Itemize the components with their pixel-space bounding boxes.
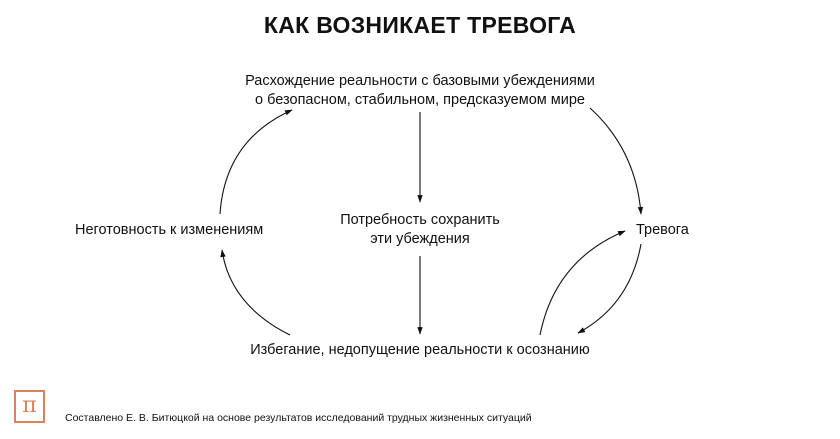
node-discrepancy-line2: о безопасном, стабильном, предсказуемом …	[255, 92, 585, 108]
node-avoidance: Избегание, недопущение реальности к осоз…	[250, 342, 590, 358]
diagram-title: КАК ВОЗНИКАЕТ ТРЕВОГА	[263, 12, 577, 38]
node-need-line1: Потребность сохранить	[340, 212, 500, 228]
node-discrepancy: Расхождение реальности с базовыми убежде…	[0, 72, 840, 110]
arrow-avoidance-to-unreadiness	[220, 249, 291, 336]
node-discrepancy-line1: Расхождение реальности с базовыми убежде…	[245, 73, 595, 89]
node-anxiety: Тревога	[636, 222, 689, 238]
arrow-anxiety-to-avoidance	[577, 243, 642, 334]
node-unreadiness: Неготовность к изменениям	[75, 222, 264, 238]
source-note: Составлено Е. В. Битюцкой на основе резу…	[65, 412, 532, 424]
node-need: Потребность сохранить эти убеждения	[320, 211, 520, 249]
publisher-logo: π	[14, 390, 45, 423]
node-need-line2: эти убеждения	[370, 231, 470, 247]
arrow-unreadiness-to-discrepancy	[219, 109, 293, 215]
arrow-avoidance-to-anxiety	[539, 230, 626, 336]
arrow-discrepancy-to-anxiety	[589, 107, 644, 215]
